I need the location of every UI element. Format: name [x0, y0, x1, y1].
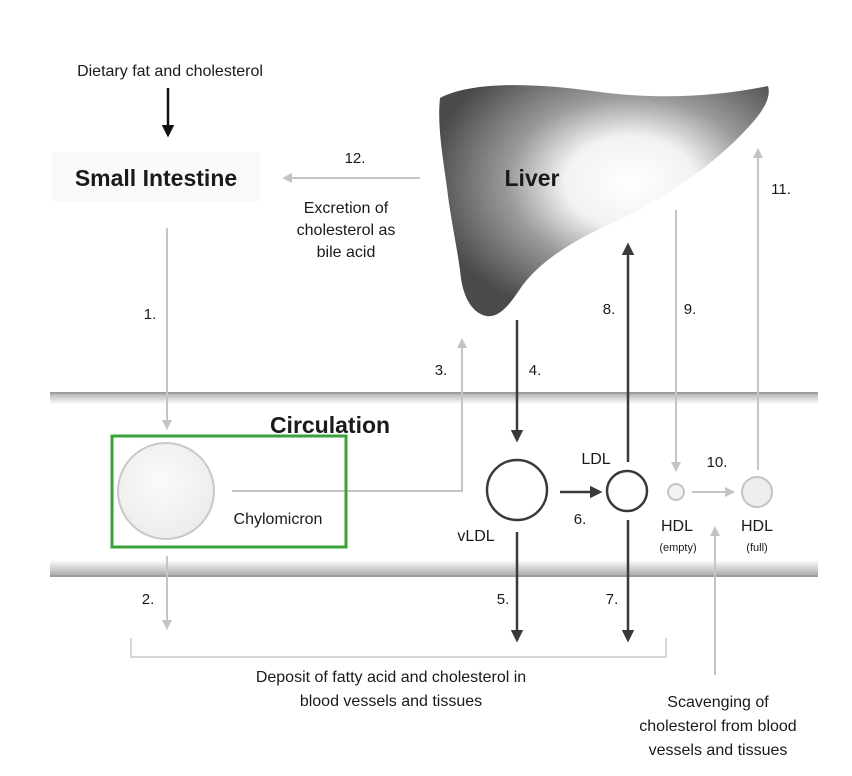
scavenging-line-2: cholesterol from blood	[639, 718, 796, 735]
step-4-label: 4.	[529, 362, 542, 379]
chylomicron-circle	[117, 442, 215, 540]
step-2-label: 2.	[142, 591, 155, 608]
arrow-3-chylomicron-to-liver	[232, 338, 467, 492]
deposit-bracket	[130, 638, 667, 658]
step-8-label: 8.	[603, 301, 616, 318]
small-intestine-label: Small Intestine	[75, 165, 237, 191]
hdl-empty-circle	[667, 483, 685, 501]
small-intestine-box	[52, 152, 260, 202]
vldl-label: vLDL	[457, 528, 494, 545]
step-9-label: 9.	[684, 301, 697, 318]
hdl-empty-sublabel: (empty)	[659, 542, 696, 554]
ldl-label: LDL	[581, 451, 610, 468]
ldl-circle	[605, 469, 649, 513]
hdl-full-sublabel: (full)	[746, 542, 767, 554]
step-3-label: 3.	[435, 362, 448, 379]
chylomicron-label: Chylomicron	[234, 511, 323, 528]
step-5-label: 5.	[497, 591, 510, 608]
step-10-label: 10.	[707, 454, 728, 471]
scavenging-line-1: Scavenging of	[667, 694, 769, 711]
deposit-line-2: blood vessels and tissues	[300, 693, 482, 710]
dietary-label: Dietary fat and cholesterol	[77, 63, 263, 80]
vldl-circle	[485, 458, 549, 522]
circulation-label: Circulation	[270, 412, 390, 438]
step-11-label: 11.	[771, 181, 791, 198]
step-7-label: 7.	[606, 591, 619, 608]
scavenging-line-3: vessels and tissues	[649, 742, 788, 759]
hdl-full-label: HDL	[741, 518, 773, 535]
chylomicron-highlight-box	[110, 434, 348, 549]
step-1-label: 1.	[144, 306, 157, 323]
step-6-label: 6.	[574, 511, 587, 528]
excretion-line-1: Excretion of	[304, 200, 389, 217]
step-12-label: 12.	[345, 150, 366, 167]
hdl-full-circle	[741, 476, 773, 508]
liver-label: Liver	[505, 165, 560, 191]
excretion-line-3: bile acid	[317, 244, 376, 261]
excretion-line-2: cholesterol as	[297, 222, 396, 239]
hdl-empty-label: HDL	[661, 518, 693, 535]
deposit-line-1: Deposit of fatty acid and cholesterol in	[256, 669, 526, 686]
liver-shape	[439, 85, 769, 317]
